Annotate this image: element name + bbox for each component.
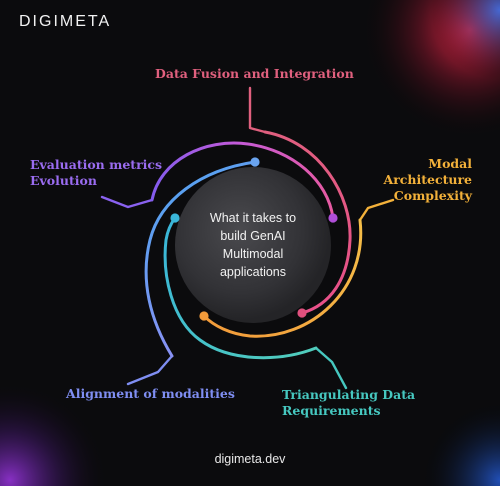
label-alignment-text: Alignment of modalities — [66, 386, 235, 401]
connector-modal-architecture — [358, 198, 395, 222]
dot-purple-end — [328, 213, 338, 223]
label-modal-architecture-line2: Complexity — [393, 188, 472, 203]
arc-blue — [144, 160, 257, 358]
connector-data-fusion — [248, 86, 267, 134]
center-title: What it takes to build GenAI Multimodal … — [188, 209, 318, 281]
label-data-fusion: Data Fusion and Integration — [155, 66, 354, 82]
label-triangulating-line2: Requirements — [282, 403, 381, 418]
connector-alignment — [126, 354, 174, 386]
label-data-fusion-text: Data Fusion and Integration — [155, 66, 354, 81]
label-modal-architecture-line1: Modal Architecture — [383, 156, 472, 187]
center-line-2: build GenAI — [220, 229, 286, 243]
footer-url[interactable]: digimeta.dev — [214, 452, 286, 466]
label-evaluation-line2: Evolution — [30, 173, 97, 188]
label-alignment: Alignment of modalities — [66, 386, 235, 402]
arc-teal — [163, 216, 318, 360]
arc-purple-outer — [150, 141, 335, 220]
center-line-1: What it takes to — [209, 211, 297, 225]
label-modal-architecture: Modal Architecture Complexity — [338, 156, 472, 204]
arc-yellow — [202, 218, 363, 338]
connector-evaluation — [100, 195, 154, 209]
label-triangulating: Triangulating Data Requirements — [282, 387, 415, 419]
center-line-3: Multimodal — [222, 247, 284, 261]
center-line-4: applications — [219, 265, 286, 279]
digimeta-logo: DIGIMETA — [19, 13, 112, 30]
dot-teal-end — [170, 213, 180, 223]
dot-blue-end — [250, 157, 260, 167]
dot-pink-end — [297, 308, 307, 318]
dot-yellow-end — [199, 311, 209, 321]
connector-triangulating — [314, 346, 348, 390]
label-triangulating-line1: Triangulating Data — [282, 387, 416, 402]
label-evaluation-line1: Evaluation metrics — [30, 157, 163, 172]
label-evaluation: Evaluation metrics Evolution — [30, 157, 162, 189]
arc-pink-right — [263, 130, 352, 315]
center-disc — [175, 167, 331, 323]
